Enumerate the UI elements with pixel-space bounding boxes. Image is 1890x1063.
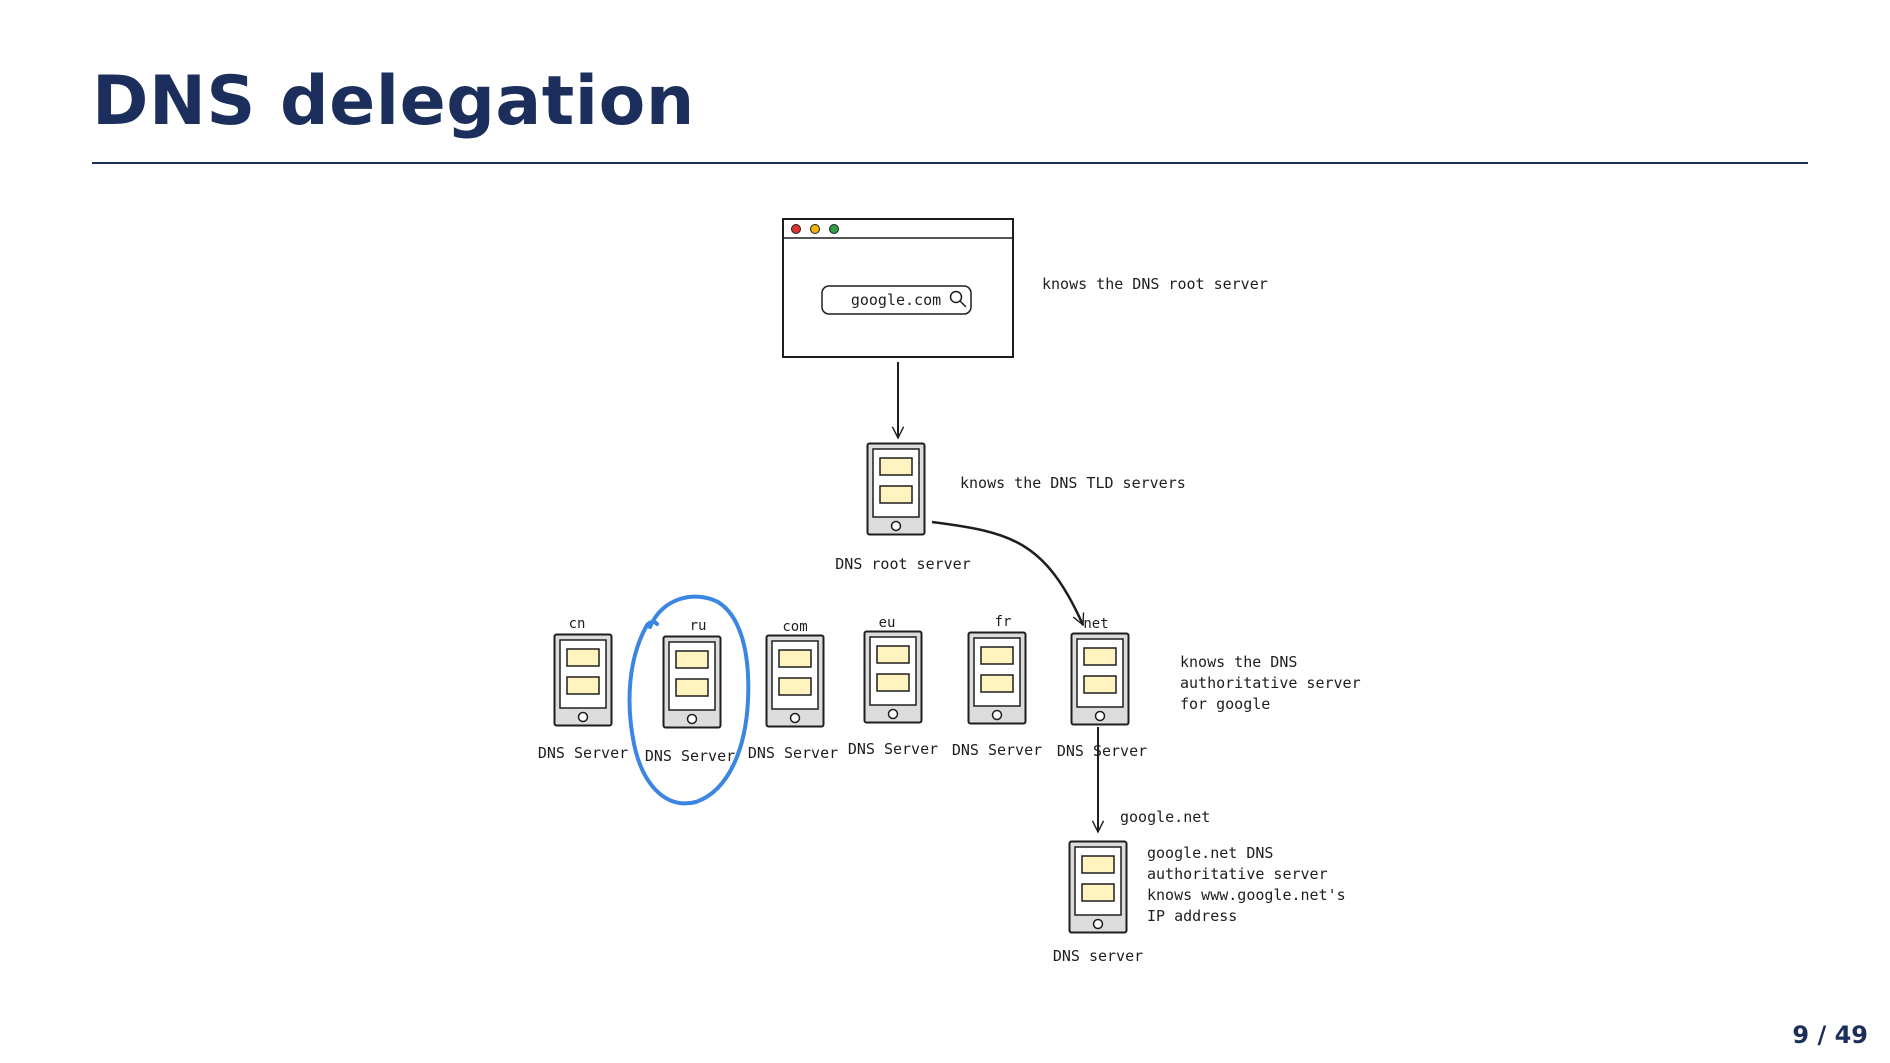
authoritative-note: google.net DNS authoritative server know… (1147, 844, 1346, 925)
arrow-label: google.net (1120, 808, 1210, 826)
authoritative-server-icon (1068, 840, 1128, 934)
tld-name: fr (995, 614, 1012, 630)
authoritative-note-line: authoritative server (1147, 865, 1328, 883)
close-dot-icon (791, 224, 801, 234)
title-divider (92, 162, 1808, 164)
authoritative-note-line: google.net DNS (1147, 844, 1273, 862)
tld-name: cn (569, 616, 586, 632)
authoritative-note-line: IP address (1147, 907, 1237, 925)
tld-server-label: DNS Server (848, 740, 938, 758)
tld-note-line: knows the DNS (1180, 653, 1297, 671)
tld-server-label: DNS Server (952, 741, 1042, 759)
tld-note: knows the DNS authoritative server for g… (1180, 653, 1361, 713)
maximize-dot-icon (829, 224, 839, 234)
tld-name: ru (690, 618, 707, 634)
tld-server-label: DNS Server (1057, 742, 1147, 760)
arrow-root-to-net (931, 520, 1083, 625)
search-box (821, 285, 972, 315)
highlight-circle (627, 594, 751, 806)
slide-title: DNS delegation (92, 62, 695, 141)
tld-server-label: DNS Server (748, 744, 838, 762)
tld-server-cn-icon (553, 633, 613, 727)
tld-name: eu (879, 615, 896, 631)
page-number: 9 / 49 (1792, 1021, 1868, 1049)
tld-name: com (782, 619, 807, 635)
root-server-icon (866, 442, 926, 536)
tld-server-fr-icon (967, 631, 1027, 725)
search-box-text: google.com (851, 291, 941, 309)
tld-server-eu-icon (863, 630, 923, 724)
authoritative-note-line: knows www.google.net's (1147, 886, 1346, 904)
tld-server-ru-icon (662, 635, 722, 729)
tld-note-line: authoritative server (1180, 674, 1361, 692)
browser-note: knows the DNS root server (1042, 275, 1268, 293)
tld-server-net-icon (1070, 632, 1130, 726)
tld-server-com-icon (765, 634, 825, 728)
browser-window: google.com (782, 218, 1014, 358)
tld-name: net (1083, 616, 1108, 632)
authoritative-server-label: DNS server (1053, 947, 1143, 965)
root-server-note: knows the DNS TLD servers (960, 474, 1186, 492)
tld-server-label: DNS Server (645, 747, 735, 765)
tld-server-label: DNS Server (538, 744, 628, 762)
tld-server-group: cn DNS Server ru DNS Server com DNS Serv… (538, 614, 1147, 765)
search-icon (949, 290, 967, 308)
minimize-dot-icon (810, 224, 820, 234)
tld-note-line: for google (1180, 695, 1270, 713)
root-server-label: DNS root server (835, 555, 970, 573)
